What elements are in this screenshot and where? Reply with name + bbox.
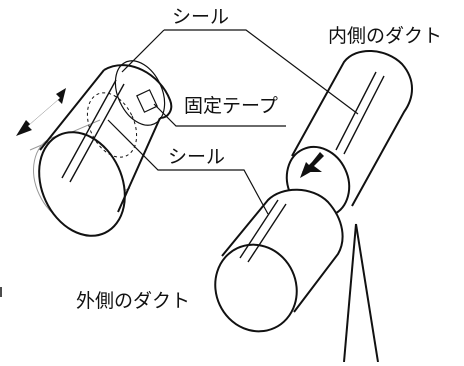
outer-duct-seam bbox=[239, 199, 287, 263]
inner-duct-seam bbox=[335, 71, 385, 155]
leader-seal-top bbox=[164, 29, 359, 115]
fixing-tape-patch bbox=[136, 89, 158, 113]
leader-fixing-tape bbox=[153, 103, 286, 127]
svg-text:内側のダクト: 内側のダクト bbox=[328, 25, 442, 47]
left-duct-cylinder bbox=[38, 60, 173, 237]
outer-duct bbox=[214, 188, 344, 333]
label-seal-middle: シール bbox=[107, 119, 269, 215]
label-outer-duct: 外側のダクト bbox=[76, 290, 190, 312]
leader-seal-middle bbox=[107, 119, 269, 215]
slide-arrow-icon bbox=[16, 88, 66, 136]
svg-text:外側のダクト: 外側のダクト bbox=[76, 290, 190, 312]
insertion-arrow-icon bbox=[300, 152, 324, 178]
svg-text:固定テープ: 固定テープ bbox=[184, 95, 278, 117]
bottom-right-pointer-lines bbox=[343, 223, 379, 363]
left-duct-seam bbox=[61, 79, 125, 183]
left-duct-assembly bbox=[16, 60, 173, 237]
svg-text:シール: シール bbox=[172, 6, 229, 28]
svg-text:シール: シール bbox=[168, 146, 225, 168]
label-seal-top: シール bbox=[121, 6, 359, 115]
label-fixing-tape: 固定テープ bbox=[153, 95, 286, 127]
label-inner-duct: 内側のダクト bbox=[328, 25, 442, 47]
